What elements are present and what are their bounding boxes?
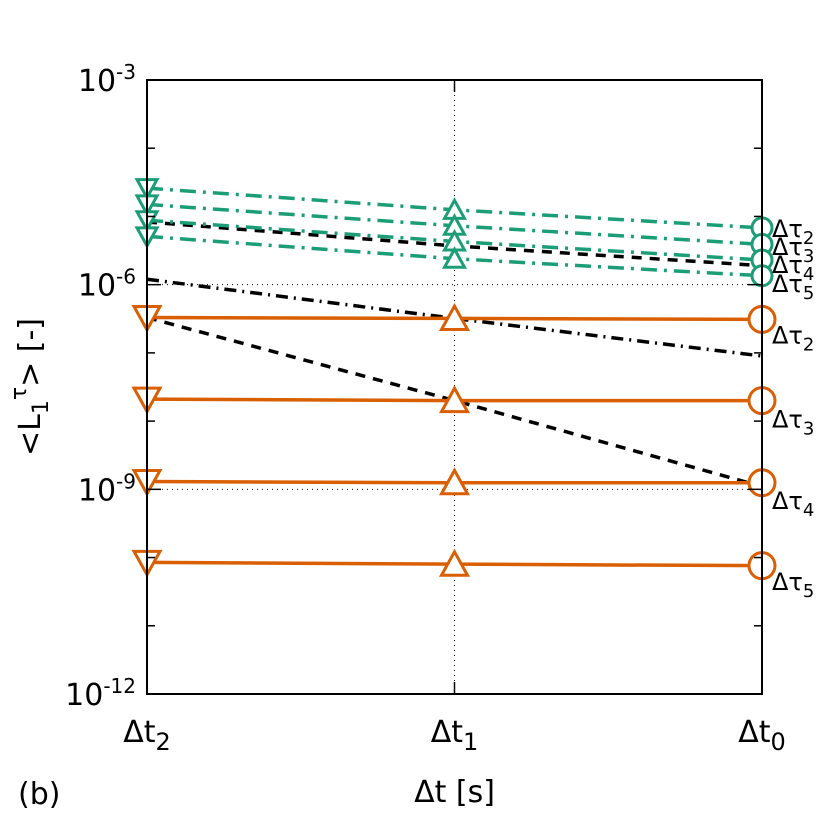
y-axis-label-part: τ	[7, 387, 32, 400]
series-teal	[134, 178, 774, 240]
y-axis-label-part: 1	[29, 400, 54, 414]
y-axis-label: <L1τ> [-]	[7, 318, 54, 456]
annotation-teal: Δτ3	[772, 233, 814, 267]
annotation-teal: Δτ5	[772, 270, 814, 304]
marker-up-triangle	[438, 467, 471, 496]
y-tick-exponent: -3	[116, 60, 136, 84]
marker-up-triangle	[441, 246, 468, 269]
y-tick-label: 10-6	[78, 265, 136, 304]
y-tick-base: 10	[78, 269, 116, 304]
y-tick-base: 10	[78, 473, 116, 508]
annotation-base: Δτ	[772, 487, 803, 515]
data-series	[131, 178, 777, 581]
series-orange	[131, 467, 777, 498]
x-tick-label: Δt2	[123, 715, 171, 756]
y-tick-base: 10	[78, 64, 116, 99]
annotation-orange: Δτ2	[772, 322, 814, 356]
y-tick-exponent: -12	[103, 674, 136, 698]
annotation-teal: Δτ2	[772, 215, 814, 249]
annotation-subscript: 4	[803, 264, 814, 285]
annotation-subscript: 3	[803, 418, 814, 439]
annotation-base: Δτ	[772, 270, 803, 298]
axis-ticks	[146, 79, 763, 695]
x-tick-label: Δt0	[738, 715, 786, 756]
y-tick-label: 10-9	[78, 469, 136, 508]
series-orange	[131, 548, 777, 581]
annotation-orange: Δτ5	[772, 568, 814, 602]
marker-up-triangle	[438, 385, 471, 414]
x-tick-label: Δt1	[431, 715, 479, 756]
annotation-subscript: 5	[803, 581, 814, 602]
y-axis-label-part: > [-]	[13, 318, 48, 387]
y-axis-label-part: <L	[13, 414, 48, 456]
annotation-base: Δτ	[772, 405, 803, 433]
series-orange	[131, 385, 777, 416]
annotation-base: Δτ	[772, 251, 803, 279]
marker-up-triangle	[438, 548, 471, 577]
annotation-teal: Δτ4	[772, 251, 814, 285]
x-tick-base: Δt	[738, 715, 771, 750]
annotation-subscript: 5	[803, 283, 814, 304]
reference-line	[146, 315, 763, 489]
series-orange	[131, 302, 777, 334]
y-tick-exponent: -9	[116, 469, 136, 493]
annotation-base: Δτ	[772, 568, 803, 596]
annotation-base: Δτ	[772, 215, 803, 243]
x-tick-base: Δt	[431, 715, 464, 750]
y-tick-base: 10	[65, 678, 103, 713]
annotation-subscript: 2	[803, 228, 814, 249]
annotation-subscript: 3	[803, 246, 814, 267]
x-tick-subscript: 0	[771, 728, 786, 756]
panel-label: (b)	[18, 777, 60, 812]
x-tick-base: Δt	[123, 715, 156, 750]
y-tick-exponent: -6	[116, 265, 136, 289]
annotation-subscript: 4	[803, 500, 814, 521]
annotation-base: Δτ	[772, 322, 803, 350]
x-tick-subscript: 2	[156, 728, 171, 756]
y-tick-label: 10-12	[65, 674, 136, 713]
annotation-orange: Δτ4	[772, 487, 814, 521]
y-tick-label: 10-3	[78, 60, 136, 99]
annotation-base: Δτ	[772, 233, 803, 261]
annotation-subscript: 2	[803, 335, 814, 356]
marker-up-triangle	[438, 302, 471, 331]
x-axis-label: Δt [s]	[414, 775, 495, 810]
x-tick-subscript: 1	[463, 728, 478, 756]
annotation-orange: Δτ3	[772, 405, 814, 439]
